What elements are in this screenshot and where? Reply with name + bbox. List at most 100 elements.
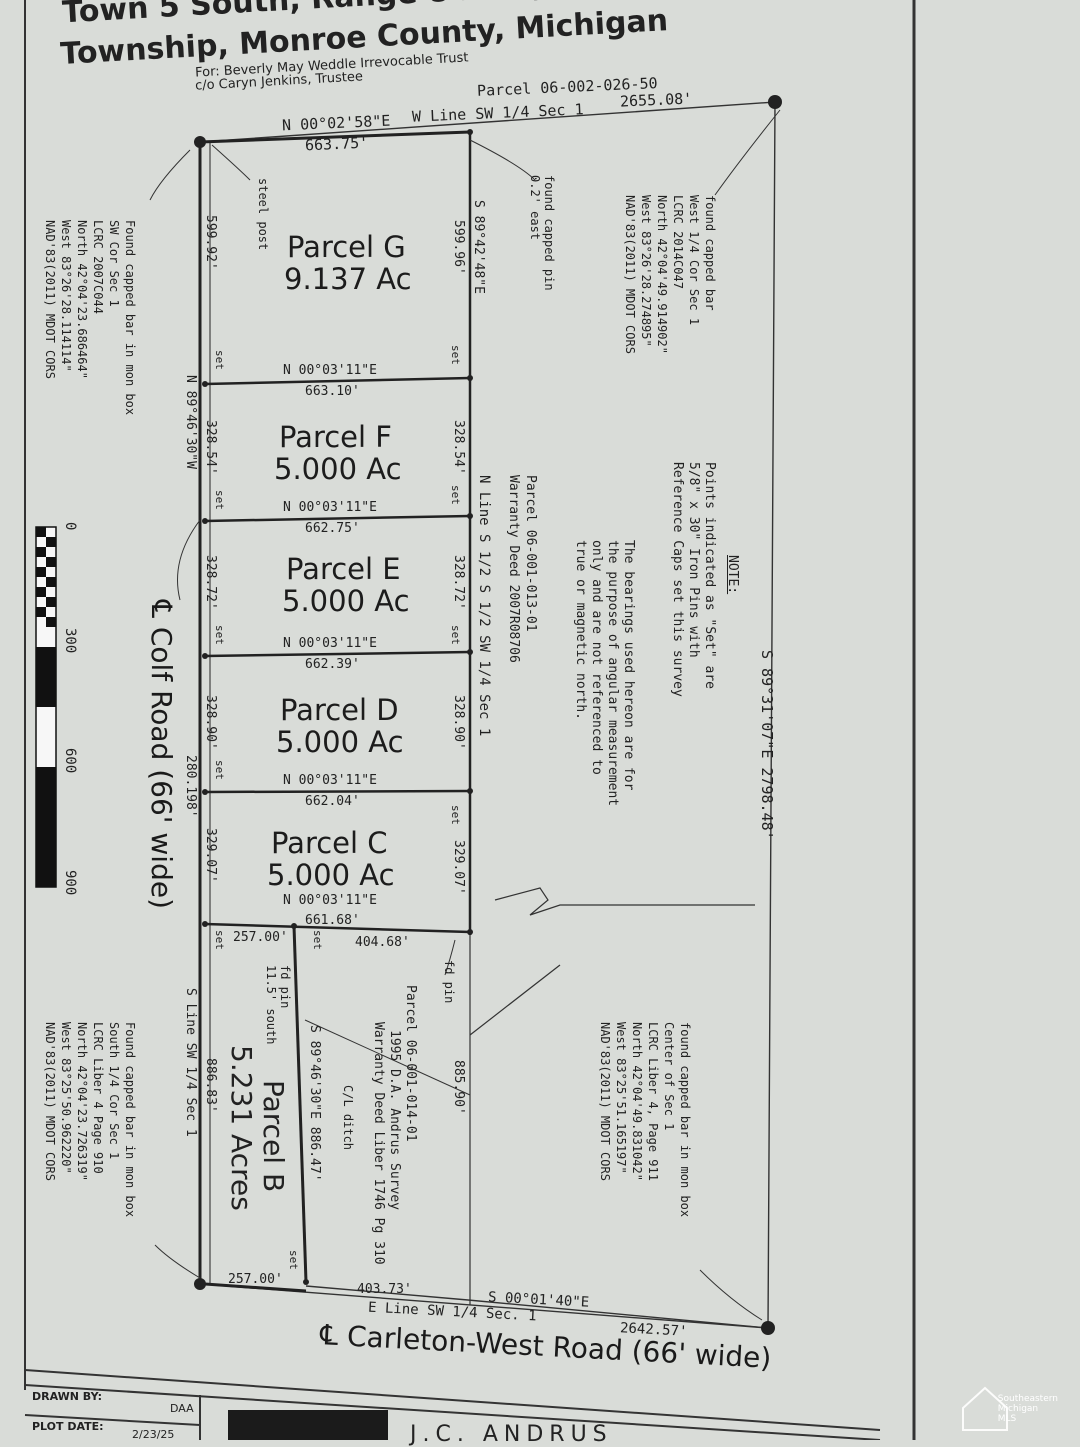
mls-watermark: Southeastern Michigan MLS bbox=[997, 1394, 1058, 1424]
se-note-5: West 83°25'50.962220" bbox=[59, 1022, 73, 1174]
bottom-line-far bbox=[467, 1299, 769, 1329]
b-fd-pin-right: fd pin bbox=[442, 960, 456, 1004]
nw-note-4: North 42°04'49.914902" bbox=[655, 195, 669, 354]
ne-note-1: found capped bar in mon box bbox=[678, 1022, 692, 1218]
parcel-b-area: 5.231 Acres bbox=[225, 1045, 258, 1211]
set-label: set bbox=[449, 805, 462, 825]
divider-2-bearing: N 00°03'11"E bbox=[283, 500, 377, 515]
corner-se bbox=[761, 1321, 775, 1335]
divider-4-bearing: N 00°03'11"E bbox=[283, 773, 377, 788]
note-line-6: the purpose of angular measurement bbox=[605, 540, 620, 807]
drawn-by-value: DAA bbox=[170, 1402, 194, 1415]
divider-fe bbox=[204, 514, 471, 523]
note-line-3: Reference Caps set this survey bbox=[670, 462, 685, 697]
b-ref-line-3: Warranty Deed Liber 1746 Pg 310 bbox=[371, 1022, 386, 1265]
set-label: set bbox=[449, 345, 462, 365]
divider-cb bbox=[204, 922, 471, 934]
set-label: set bbox=[213, 490, 226, 510]
b-ref-line-2: 1995 D.A. Andrus Survey bbox=[387, 1030, 402, 1211]
left-dim-1: 599.92' bbox=[203, 215, 218, 270]
scale-label-300: 300 bbox=[62, 628, 78, 654]
divider-ed bbox=[204, 650, 471, 658]
sw-note-5: West 83°26'28.114114" bbox=[59, 220, 73, 372]
corner-ne bbox=[768, 95, 782, 109]
company-logo-box bbox=[228, 1410, 388, 1440]
b-right-len: 885.90' bbox=[451, 1060, 466, 1115]
left-dim-4: 328.90' bbox=[203, 695, 218, 750]
parcel-top-line bbox=[199, 130, 471, 144]
set-label: set bbox=[287, 1250, 300, 1270]
drawn-by-label: DRAWN BY: bbox=[32, 1390, 102, 1403]
se-note-3: LCRC Liber 4 Page 910 bbox=[91, 1022, 105, 1174]
ne-note-5: West 83°25'51.165197" bbox=[614, 1022, 628, 1174]
sw-note-1: Found capped bar in mon box bbox=[123, 220, 137, 416]
b-bottom-right: 403.73' bbox=[357, 1282, 412, 1297]
scale-label-900: 900 bbox=[62, 870, 78, 896]
left-dim-2: 328.54' bbox=[203, 420, 218, 475]
found-pin-line-2: 0.2' east bbox=[528, 175, 542, 241]
parcel-b-name: Parcel B bbox=[257, 1080, 290, 1193]
set-label: set bbox=[449, 485, 462, 505]
parcel-d-area: 5.000 Ac bbox=[276, 725, 404, 759]
b-bottom-left: 257.00' bbox=[228, 1272, 283, 1287]
scale-label-600: 600 bbox=[62, 748, 78, 774]
n-line-label: N Line S 1/2 S 1/2 SW 1/4 Sec 1 bbox=[476, 475, 492, 737]
se-note-4: North 42°04'23.726319" bbox=[75, 1022, 89, 1181]
divider-gf bbox=[204, 376, 471, 386]
sw-note-3: LCRC 2007C044 bbox=[91, 220, 105, 314]
found-pin-line-1: found capped pin bbox=[542, 175, 556, 291]
left-bearing: N 89°46'30"W bbox=[183, 375, 198, 469]
leader-center bbox=[469, 964, 561, 1036]
ne-note-4: North 42°04'49.831042" bbox=[630, 1022, 644, 1181]
nw-note-1: found capped bar bbox=[703, 195, 717, 311]
divider-dc bbox=[204, 789, 471, 794]
b-bearing: S 89°46'30"E 886.47' bbox=[307, 1025, 322, 1182]
nw-note-6: NAD'83(2011) MDOT CORS bbox=[623, 195, 637, 354]
s-line-label: S Line SW 1/4 Sec 1 bbox=[183, 988, 198, 1137]
parcel-b-bottom-line bbox=[204, 1282, 307, 1293]
dist-2655: 2655.08' bbox=[619, 89, 693, 111]
title-block-frame bbox=[24, 1369, 881, 1440]
sw-note-2: SW Cor Sec 1 bbox=[107, 220, 121, 307]
ne-note-2: Center of Sec 1 bbox=[662, 1022, 676, 1131]
se-note-6: NAD'83(2011) MDOT CORS bbox=[43, 1022, 57, 1181]
right-dim-4: 328.90' bbox=[451, 695, 466, 750]
parcel-e-name: Parcel E bbox=[286, 552, 401, 586]
note-line-2: 5/8" x 30" Iron Pins with bbox=[686, 462, 701, 658]
corner-sw bbox=[194, 1278, 206, 1290]
leader-lines bbox=[149, 109, 781, 1321]
note-line-8: true or magnetic north. bbox=[573, 540, 588, 721]
note-heading: NOTE: bbox=[725, 555, 740, 595]
plot-date-value: 2/23/25 bbox=[132, 1428, 175, 1441]
left-dim-5: 329.07' bbox=[203, 828, 218, 883]
parcel-d-name: Parcel D bbox=[280, 693, 399, 727]
parcel-f-area: 5.000 Ac bbox=[274, 452, 402, 486]
se-note-1: Found capped bar in mon box bbox=[123, 1022, 137, 1218]
mls-logo-icon bbox=[962, 1386, 1008, 1431]
plot-date-label: PLOT DATE: bbox=[32, 1420, 104, 1433]
divider-4-dist: 662.04' bbox=[305, 794, 360, 809]
corner-nw bbox=[194, 136, 206, 148]
set-label: set bbox=[213, 350, 226, 370]
right-bearing: S 89°42'48"E bbox=[471, 200, 486, 294]
b-left-len: 886.83' bbox=[203, 1058, 218, 1113]
divider-1-dist: 663.10' bbox=[305, 384, 360, 399]
parcel-g-area: 9.137 Ac bbox=[284, 262, 412, 296]
nw-note-3: LCRC 2014C047 bbox=[671, 195, 685, 289]
divider-5-dist: 661.68' bbox=[305, 913, 360, 928]
divider-1-bearing: N 00°03'11"E bbox=[283, 363, 377, 378]
parcel-f-name: Parcel F bbox=[279, 420, 392, 454]
top-dist-663: 663.75' bbox=[304, 133, 369, 155]
colf-road-label: ℄ Colf Road (66' wide) bbox=[145, 600, 178, 910]
note-line-5: The bearings used hereon are for bbox=[621, 540, 636, 791]
ditch-line bbox=[304, 1019, 471, 1096]
parcel-b-right-line bbox=[292, 925, 308, 1283]
parcel-g-name: Parcel G bbox=[287, 230, 406, 264]
scale-label-0: 0 bbox=[62, 522, 78, 531]
set-points bbox=[202, 129, 473, 1285]
scale-bar bbox=[35, 526, 57, 888]
break-line bbox=[494, 887, 755, 916]
parcel-c-area: 5.000 Ac bbox=[267, 858, 395, 892]
